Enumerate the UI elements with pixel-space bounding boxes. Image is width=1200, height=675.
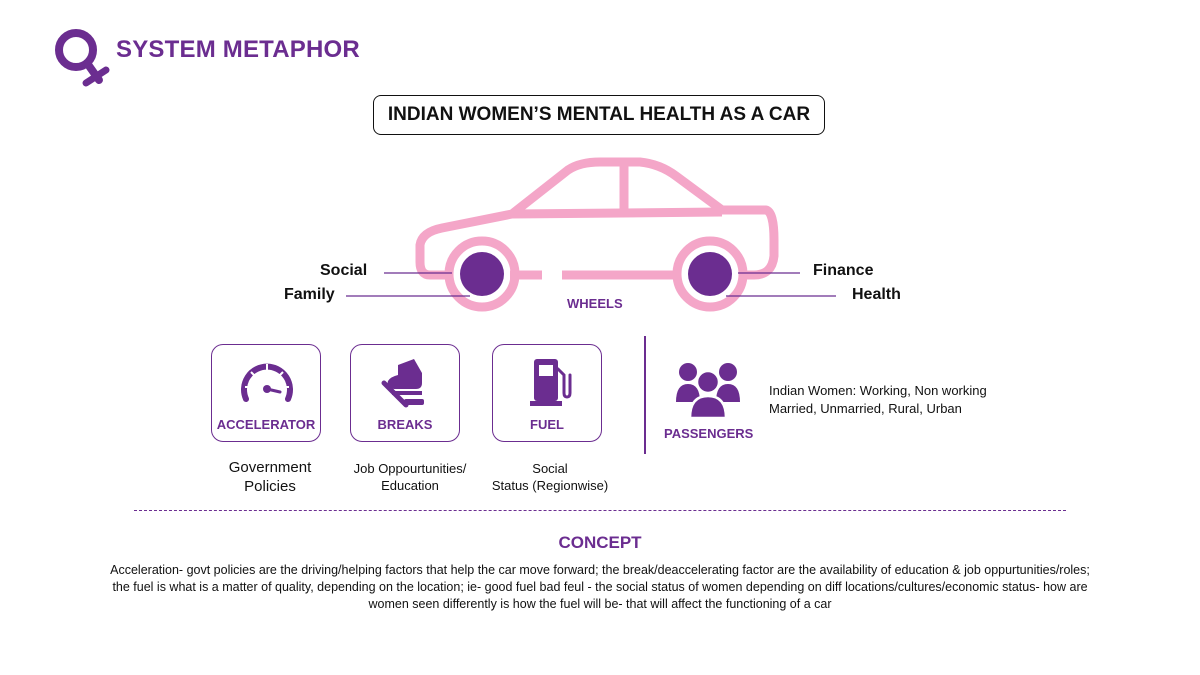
accelerator-label: ACCELERATOR xyxy=(216,417,316,432)
fuel-pump-icon xyxy=(530,359,572,406)
passengers-label: PASSENGERS xyxy=(664,426,754,441)
vertical-divider xyxy=(644,336,646,454)
diagram-subtitle: INDIAN WOMEN’S MENTAL HEALTH AS A CAR xyxy=(373,95,825,135)
dashed-divider xyxy=(134,510,1066,511)
concept-title: CONCEPT xyxy=(558,533,642,552)
female-symbol-icon xyxy=(55,29,110,87)
wheel-label-finance: Finance xyxy=(813,262,874,279)
wheel-label-health: Health xyxy=(852,286,901,303)
foot-on-pedal-icon xyxy=(381,359,424,408)
fuel-caption: Social Status (Regionwise) xyxy=(491,461,609,493)
concept-body: Acceleration- govt policies are the driv… xyxy=(110,563,1090,611)
left-wheel-hub xyxy=(460,252,504,296)
wheel-label-social: Social xyxy=(320,262,368,279)
fuel-card: FUEL xyxy=(492,344,602,442)
breaks-caption: Job Oppourtunities/ Education xyxy=(353,461,467,493)
accelerator-caption: Government Policies xyxy=(228,459,312,495)
page-title: SYSTEM METAPHOR xyxy=(116,36,360,63)
passengers-description: Indian Women: Working, Non working Marri… xyxy=(769,383,987,416)
speedometer-icon xyxy=(241,363,293,402)
wheels-label: WHEELS xyxy=(567,296,623,311)
accelerator-card: ACCELERATOR xyxy=(211,344,321,442)
fuel-label: FUEL xyxy=(530,417,564,432)
breaks-label: BREAKS xyxy=(377,417,433,432)
breaks-card: BREAKS xyxy=(350,344,460,442)
car-illustration xyxy=(346,157,836,312)
right-wheel-hub xyxy=(688,252,732,296)
wheel-label-family: Family xyxy=(284,286,335,303)
group-of-people-icon xyxy=(676,363,740,420)
